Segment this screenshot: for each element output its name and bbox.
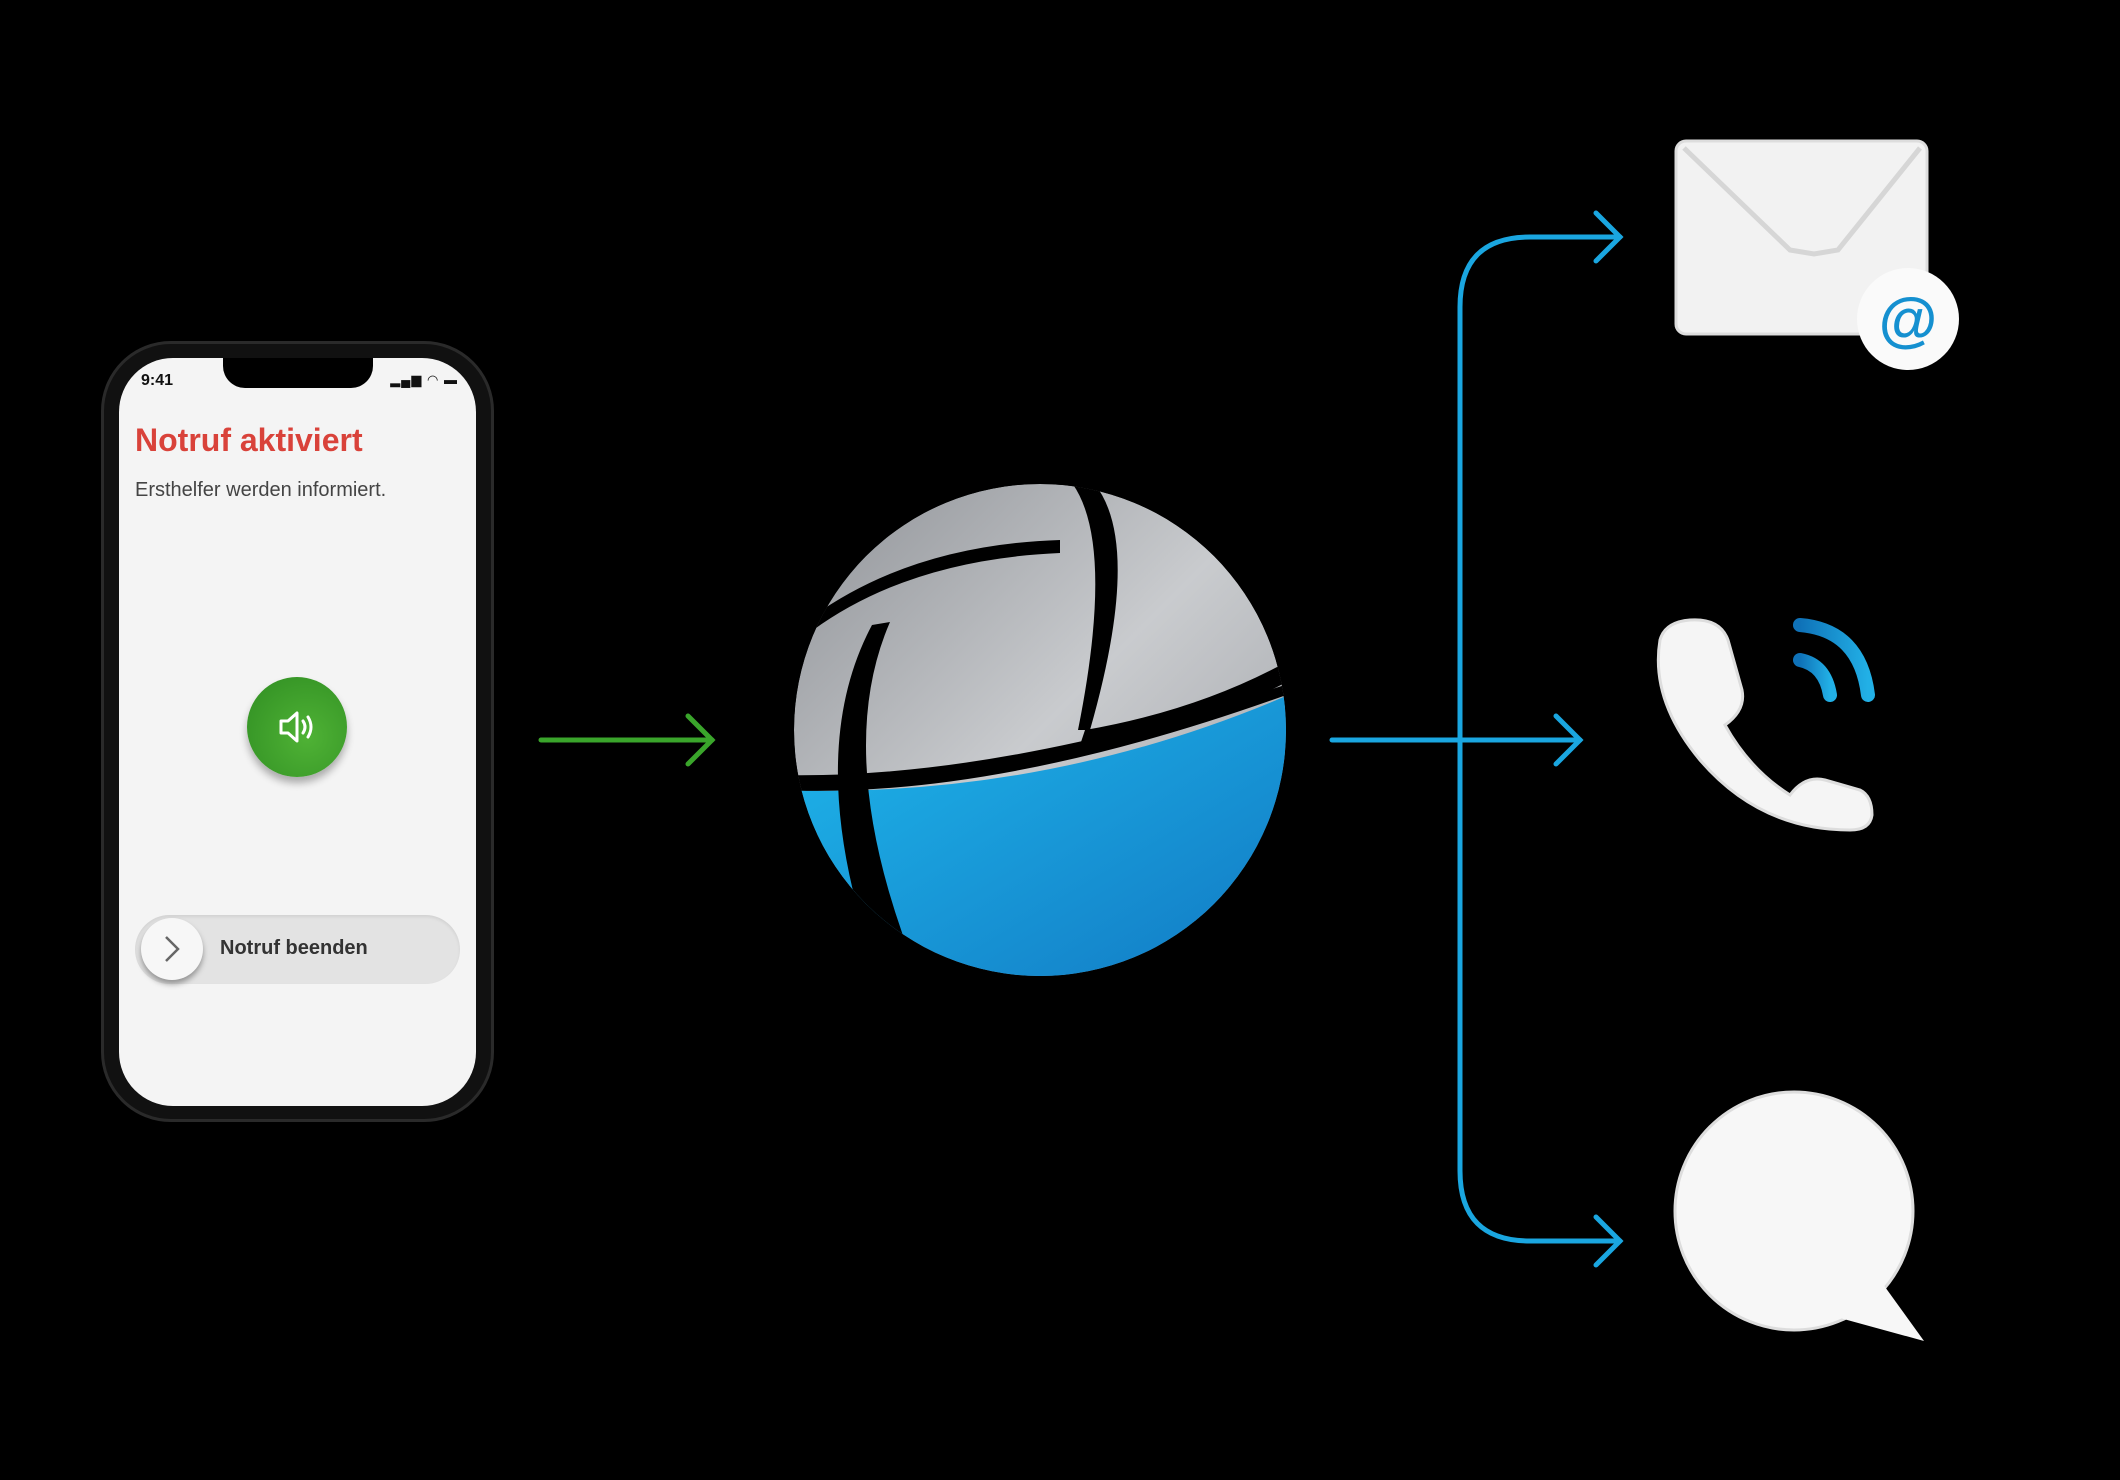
page-subtitle: Ersthelfer werden informiert. — [135, 479, 387, 501]
chevron-right-icon — [165, 936, 180, 962]
logo-gap — [795, 490, 900, 600]
green-arrow — [538, 713, 716, 767]
sound-button[interactable] — [247, 677, 347, 777]
phone-call-icon — [1656, 618, 1875, 832]
speaker-icon — [279, 711, 313, 743]
envelope-at-icon: @ — [1674, 139, 1959, 370]
end-emergency-slider[interactable]: Notruf beenden — [135, 915, 460, 984]
wifi-icon: ◠ — [427, 372, 440, 387]
status-time: 9:41 — [141, 372, 174, 389]
svg-text:@: @ — [1879, 286, 1938, 353]
slider-label: Notruf beenden — [220, 937, 368, 959]
logo-sphere — [794, 484, 1286, 976]
page-title: Notruf aktiviert — [135, 422, 363, 458]
status-icons: ▂▄▆ ◠ ▬ — [390, 372, 458, 388]
battery-icon: ▬ — [444, 372, 458, 387]
slider-knob[interactable] — [141, 918, 203, 980]
signal-icon: ▂▄▆ — [390, 372, 423, 387]
chat-bubble-icon — [1673, 1090, 1924, 1341]
blue-connectors — [1329, 210, 1624, 1268]
phone-notch — [223, 358, 373, 388]
phone-screen: 9:41 ▂▄▆ ◠ ▬ Notruf aktiviert Ersthelfer… — [119, 358, 476, 1106]
